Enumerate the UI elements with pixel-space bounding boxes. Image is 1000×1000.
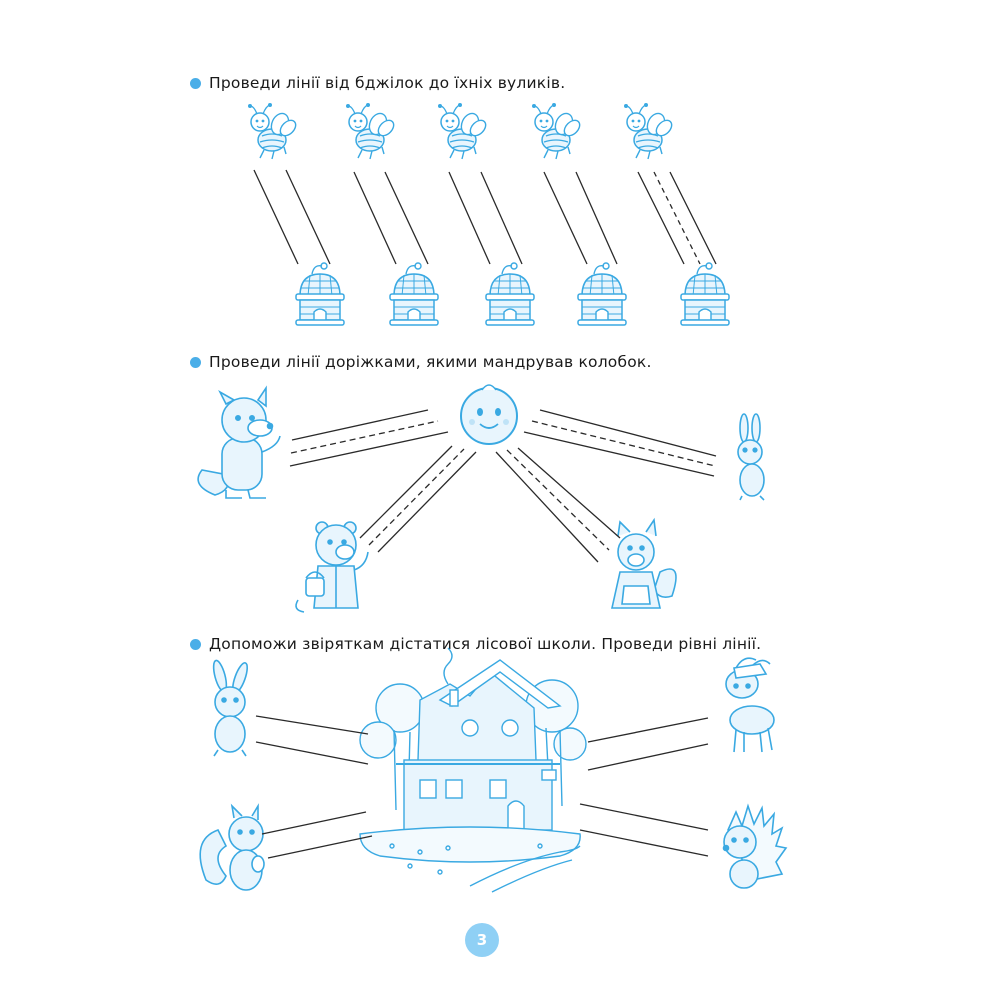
wolf-icon xyxy=(197,385,281,499)
bear-icon xyxy=(295,521,369,613)
kolobok-paths xyxy=(289,409,717,563)
bee-paths xyxy=(253,169,717,265)
bee-icon xyxy=(623,102,676,160)
bullet-icon xyxy=(190,638,201,650)
bee-icon xyxy=(247,102,300,160)
hives-row xyxy=(295,262,730,326)
beehive-icon xyxy=(680,262,730,326)
bee-icon xyxy=(437,102,490,160)
bee-icon xyxy=(345,102,398,160)
bullet-icon xyxy=(190,77,201,89)
squirrel-icon xyxy=(199,803,265,891)
task-3-heading: Допоможи звіряткам дістатися лісової шко… xyxy=(190,635,761,653)
task-1-heading: Проведи лінії від бджілок до їхніх вулик… xyxy=(190,74,565,92)
goat-icon xyxy=(725,657,775,753)
kolobok-icon xyxy=(460,384,518,445)
hare-icon xyxy=(212,659,249,757)
beehive-icon xyxy=(295,262,345,326)
task-1-text: Проведи лінії від бджілок до їхніх вулик… xyxy=(209,74,566,92)
beehive-icon xyxy=(577,262,627,326)
fox-icon xyxy=(611,517,677,609)
hedgehog-icon xyxy=(722,803,788,889)
beehive-icon xyxy=(485,262,535,326)
bee-icon xyxy=(531,102,584,160)
school-paths xyxy=(255,715,709,859)
forest-school-icon xyxy=(359,647,587,893)
bees-row xyxy=(247,102,676,160)
task-3-text: Допоможи звіряткам дістатися лісової шко… xyxy=(209,635,762,653)
task-2-heading: Проведи лінії доріжками, якими мандрував… xyxy=(190,353,652,371)
task-2-text: Проведи лінії доріжками, якими мандрував… xyxy=(209,353,652,371)
bullet-icon xyxy=(190,356,201,368)
beehive-icon xyxy=(389,262,439,326)
hare-icon xyxy=(737,413,765,501)
page-number-badge: 3 xyxy=(465,923,499,957)
